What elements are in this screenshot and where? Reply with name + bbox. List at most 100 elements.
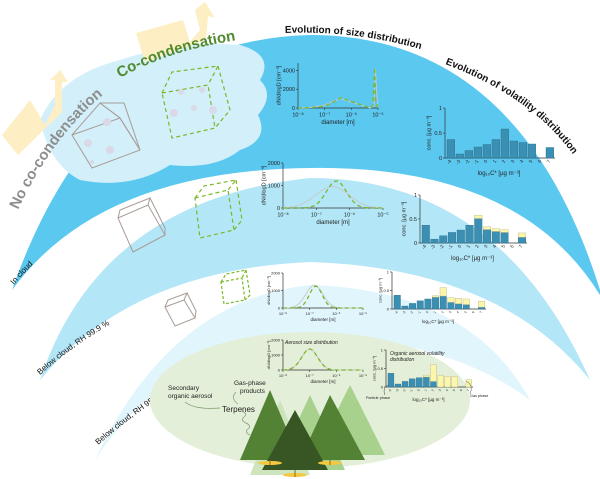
x-tick-label: 3 — [448, 310, 452, 314]
bar-particle-phase — [387, 373, 395, 388]
x-tick-label: 5 — [452, 388, 456, 392]
gas-phase-pointer — [465, 380, 472, 395]
x-tick-label: 0 — [416, 388, 420, 392]
cube-cocond-in-cloud — [161, 65, 231, 139]
bar-gas-phase — [491, 228, 500, 232]
terpenes-to-soa-arrow — [184, 401, 221, 409]
x-tick-label: 2 — [440, 310, 444, 314]
gas-phase-products-label-1: Gas-phase — [234, 380, 266, 387]
x-tick-label: 6 — [471, 310, 475, 314]
bar-particle-phase — [401, 305, 409, 310]
gas-phase-products-label-2: products — [240, 388, 266, 395]
x-tick-label: 1 — [423, 388, 427, 392]
x-tick-label: -3 — [401, 310, 406, 315]
x-tick-label: -3 — [395, 388, 400, 393]
particle-phase-pointer — [383, 384, 389, 396]
x-tick-label: 3 — [438, 388, 442, 392]
x-axis-label: log₁₀C* [µg m⁻³] — [451, 256, 494, 262]
x-tick-label: 2 — [431, 388, 435, 392]
x-tick-label: 4 — [519, 159, 525, 164]
gas-phase-label: Gas phase — [470, 394, 488, 398]
x-tick-label: 1 — [433, 310, 437, 314]
bar-particle-phase — [439, 295, 447, 310]
y-axis-label: conc. [µg m⁻³] — [372, 356, 377, 381]
bar-particle-phase — [482, 144, 492, 159]
bar-particle-phase — [401, 381, 409, 388]
y-tick-label: 1000 — [271, 288, 281, 293]
y-axis-label: conc. [µg m⁻³] — [427, 115, 433, 150]
bar-gas-phase — [478, 301, 486, 308]
bar-gas-phase — [430, 364, 437, 382]
y-axis-label: conc. [µg m⁻³] — [378, 278, 383, 303]
x-tick-label: -3 — [455, 159, 462, 165]
x-tick-label: 10⁻⁵ — [372, 112, 383, 119]
x-tick-label: 2 — [501, 159, 507, 164]
terpenes-to-gas-arrow — [233, 391, 239, 405]
x-tick-label: 6 — [537, 159, 543, 164]
terpenes-label: Terpenes — [222, 405, 255, 414]
bar-gas-phase — [423, 374, 430, 378]
bar-particle-phase — [473, 146, 483, 159]
y-tick-label: 1 — [381, 347, 384, 352]
x-tick-label: 5 — [500, 244, 506, 249]
volatility-title-2: distribution — [390, 357, 414, 363]
x-tick-label: -3 — [430, 244, 437, 250]
bar-gas-phase — [432, 295, 440, 298]
y-tick-label: 0.5 — [409, 217, 417, 223]
y-tick-label: 2000 — [268, 161, 280, 167]
x-tick-label: 6 — [459, 388, 463, 392]
bar-gas-phase — [474, 214, 483, 219]
x-tick-label: -4 — [388, 388, 393, 393]
bar-particle-phase — [462, 304, 470, 310]
bar-particle-phase — [409, 303, 417, 310]
bar-gas-phase — [518, 232, 527, 238]
x-tick-label: 1 — [492, 159, 498, 164]
bar-gas-phase — [437, 374, 444, 388]
x-axis-label: diameter [m] — [316, 220, 350, 226]
volatility-title-1: Organic aerosol volatility — [390, 351, 445, 357]
x-tick-label: 10⁻⁷ — [311, 212, 322, 219]
y-tick-label: 1 — [414, 193, 417, 199]
x-axis-label: diameter [m] — [310, 317, 335, 322]
bar-gas-phase — [462, 298, 470, 305]
bar-particle-phase — [491, 139, 501, 159]
y-tick-label: 0 — [277, 206, 280, 212]
y-tick-label: 0 — [278, 305, 281, 310]
x-tick-label: 10⁻⁵ — [377, 212, 388, 219]
x-tick-label: 2 — [474, 244, 480, 249]
y-tick-label: 0.5 — [434, 131, 442, 137]
bar-particle-phase — [464, 150, 474, 159]
bar-particle-phase — [509, 140, 519, 159]
x-tick-label: 3 — [483, 244, 489, 249]
x-tick-label: -2 — [464, 159, 471, 165]
x-tick-label: 5 — [463, 310, 467, 314]
below-cloud-95-layer — [95, 285, 530, 460]
bar-particle-phase — [465, 225, 474, 244]
bar-particle-phase — [518, 142, 528, 159]
bar-particle-phase — [474, 218, 483, 244]
secondary-organic-aerosol-label-1: Secondary — [168, 385, 200, 392]
bar-particle-phase — [439, 235, 448, 244]
x-tick-label: -2 — [409, 310, 414, 315]
bar-particle-phase — [448, 232, 457, 244]
x-tick-label: 0 — [483, 159, 489, 164]
y-tick-label: 2000 — [283, 87, 295, 93]
y-tick-label: 1 — [439, 106, 442, 112]
x-tick-label: 10⁻⁸ — [279, 373, 288, 378]
bar-particle-phase — [430, 238, 439, 244]
bar-particle-phase — [423, 376, 430, 388]
x-axis-label: diameter [m] — [321, 120, 355, 126]
in-cloud-label: In cloud — [9, 259, 35, 286]
no-cocondensation-arrow — [2, 70, 68, 155]
x-tick-label: 10⁻⁵ — [359, 311, 368, 316]
y-tick-label: 0 — [439, 156, 442, 162]
y-tick-label: 1 — [387, 269, 390, 274]
series-line-cocondensation — [283, 348, 363, 371]
secondary-organic-aerosol-label-2: organic aerosol — [168, 393, 213, 400]
